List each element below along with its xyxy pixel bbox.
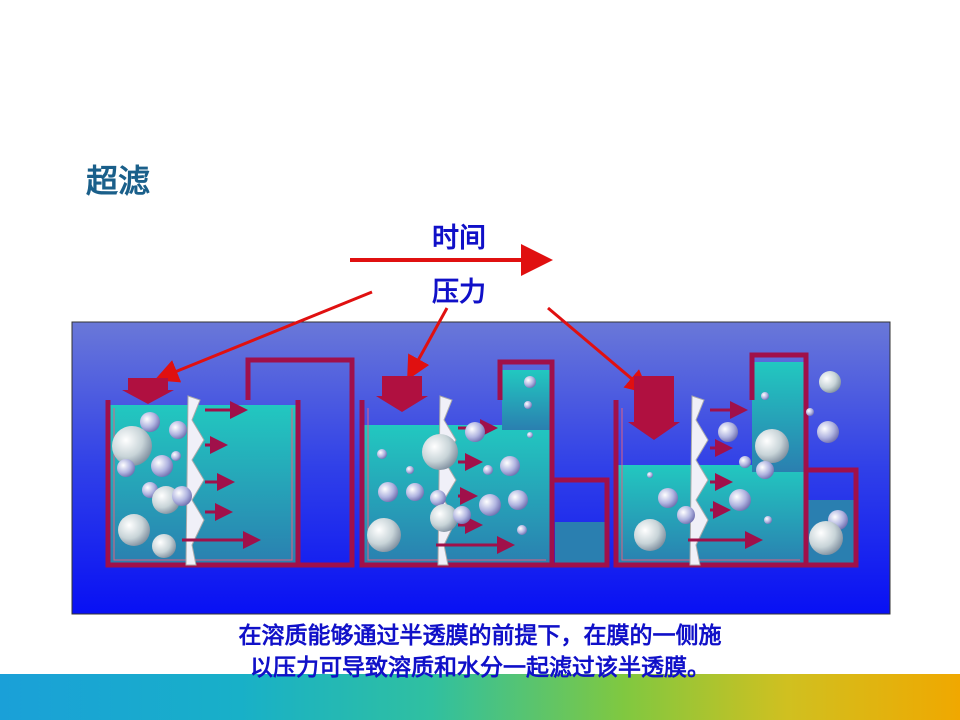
pointer-arrow-3 (547, 306, 650, 394)
caption-line-2: 以压力可导致溶质和水分一起滤过该半透膜。 (250, 655, 710, 681)
time-label: 时间 (432, 223, 486, 254)
slide-title: 超滤 (86, 162, 151, 200)
pressure-label: 压力 (432, 277, 486, 308)
vessel-3 (613, 352, 859, 568)
bottom-gradient-bar (0, 674, 960, 720)
caption-background (72, 614, 890, 674)
pointer-arrow-1 (154, 290, 373, 383)
pointer-arrow-2 (407, 307, 449, 381)
vessel-2 (359, 359, 610, 568)
caption-line-1: 在溶质能够通过半透膜的前提下，在膜的一侧施 (238, 623, 722, 649)
vessel-1 (105, 357, 355, 568)
